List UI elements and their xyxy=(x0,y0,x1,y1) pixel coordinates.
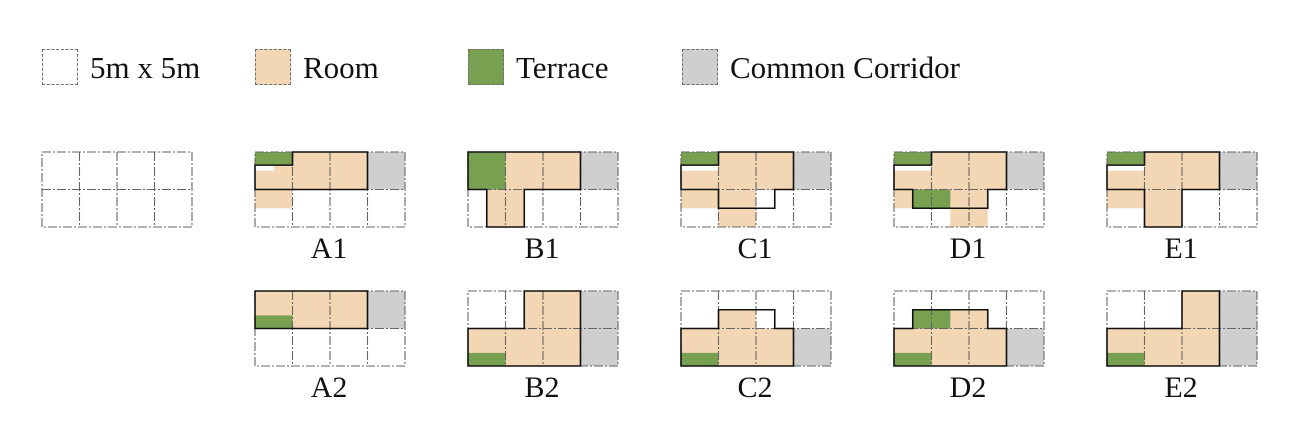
corridor-cell xyxy=(1219,291,1257,329)
plan-d1-label: D1 xyxy=(950,232,987,265)
room-cell xyxy=(543,152,581,190)
plan-b2-label: B2 xyxy=(524,371,559,404)
plan-e2-outline xyxy=(1106,290,1221,367)
corridor-cell xyxy=(580,152,618,190)
plan-b1-label: B1 xyxy=(524,232,559,265)
terrace-cell xyxy=(255,152,293,166)
corridor-cell xyxy=(1006,152,1044,190)
room-cell xyxy=(931,152,969,190)
base-grid xyxy=(41,151,193,228)
terrace-cell xyxy=(681,152,719,166)
room-cell xyxy=(1182,291,1220,329)
room-cell xyxy=(718,152,756,190)
room-cell xyxy=(756,328,794,366)
plan-c1-label: C1 xyxy=(737,232,772,265)
plan-c1-outline xyxy=(680,151,795,210)
plan-a1-outline xyxy=(254,151,369,191)
terrace-cell xyxy=(681,352,719,366)
legend-corridor: Common Corridor xyxy=(682,46,960,88)
room-cell xyxy=(1182,152,1220,190)
plan-c2-label: C2 xyxy=(737,371,772,404)
plan-b1: B1 xyxy=(467,151,619,265)
room-cell xyxy=(292,152,330,190)
corridor-cell xyxy=(580,328,618,366)
plan-b2: B2 xyxy=(467,290,619,404)
room-cell xyxy=(330,152,368,190)
room-cell xyxy=(292,291,330,329)
plan-b1-outline xyxy=(467,151,582,228)
plan-e1-label: E1 xyxy=(1164,232,1197,265)
corridor-cell xyxy=(1219,152,1257,190)
room-cell xyxy=(543,291,581,329)
room-cell xyxy=(505,152,543,190)
plan-c2-outline xyxy=(680,308,795,367)
plan-a1: A1 xyxy=(254,151,406,265)
plan-d2-outline xyxy=(893,308,1008,367)
terrace-cell xyxy=(468,352,506,366)
plan-e1-outline xyxy=(1106,151,1221,228)
plan-a2: A2 xyxy=(254,290,406,404)
legend-corridor-label: Common Corridor xyxy=(730,49,960,85)
room-cell xyxy=(1182,328,1220,366)
room-cell xyxy=(1144,152,1182,190)
corridor-cell xyxy=(793,328,831,366)
plan-a1-label: A1 xyxy=(311,232,348,265)
corridor-cell xyxy=(1219,328,1257,366)
terrace-cell xyxy=(1107,152,1145,166)
room-cell xyxy=(1144,328,1182,366)
room-cell xyxy=(330,291,368,329)
legend-corridor-swatch xyxy=(682,49,718,85)
corridor-cell xyxy=(367,291,405,329)
plan-d2-label: D2 xyxy=(950,371,987,404)
legend-room-swatch xyxy=(255,49,291,85)
plan-c2: C2 xyxy=(680,290,832,404)
room-cell xyxy=(756,152,794,190)
terrace-cell xyxy=(468,152,506,190)
plan-b2-outline xyxy=(467,290,582,367)
legend-room-label: Room xyxy=(303,49,379,85)
room-cell xyxy=(1144,189,1182,227)
plan-d1-outline xyxy=(893,151,1008,210)
legend-terrace: Terrace xyxy=(468,46,608,88)
legend-cell-label: 5m x 5m xyxy=(90,49,201,85)
terrace-cell xyxy=(912,309,951,329)
legend-terrace-label: Terrace xyxy=(516,49,609,85)
legend-room: Room xyxy=(255,46,379,88)
plan-a2-outline xyxy=(254,290,369,330)
room-cell xyxy=(543,328,581,366)
plan-a2-label: A2 xyxy=(311,371,348,404)
corridor-cell xyxy=(580,291,618,329)
legend-terrace-swatch xyxy=(468,49,504,85)
corridor-cell xyxy=(1006,328,1044,366)
corridor-cell xyxy=(367,152,405,190)
terrace-cell xyxy=(255,315,293,329)
legend-cell: 5m x 5m xyxy=(42,46,200,88)
room-cell xyxy=(505,328,543,366)
legend-cell-swatch xyxy=(42,49,78,85)
plan-e2: E2 xyxy=(1106,290,1258,404)
plan-c1: C1 xyxy=(680,151,832,265)
terrace-cell xyxy=(1107,352,1145,366)
terrace-cell xyxy=(894,152,932,166)
terrace-cell xyxy=(894,352,932,366)
plan-e1: E1 xyxy=(1106,151,1258,265)
corridor-cell xyxy=(793,152,831,190)
plan-e2-label: E2 xyxy=(1164,371,1197,404)
plan-d1: D1 xyxy=(893,151,1045,265)
plan-d2: D2 xyxy=(893,290,1045,404)
room-cell xyxy=(969,152,1007,190)
